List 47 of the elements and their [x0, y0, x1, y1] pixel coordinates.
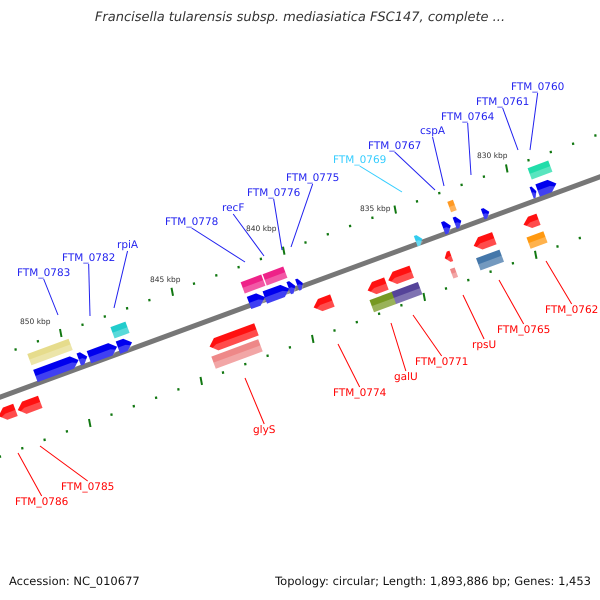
leader-line — [191, 228, 246, 262]
genome-info-text: Topology: circular; Length: 1,893,886 bp; Genes: 1,453 — [275, 574, 591, 588]
gene-label: FTM_0764 — [441, 111, 494, 123]
leader-line — [412, 314, 442, 356]
gene-label: rpiA — [117, 239, 138, 251]
gene-label: FTM_0767 — [368, 140, 422, 152]
title: Francisella tularensis subsp. mediasiatica FSC147, complete ... — [94, 9, 506, 27]
leader-line — [432, 136, 444, 186]
gene-label: glyS — [253, 424, 276, 436]
gene-label: FTM_0760 — [511, 81, 564, 93]
leader-line — [18, 452, 42, 496]
leader-line — [232, 214, 264, 256]
gene-label: FTM_0762 — [545, 304, 598, 316]
leader-line — [359, 166, 402, 192]
leader-line — [338, 344, 360, 388]
gene-label: FTM_0774 — [333, 387, 386, 399]
gene-label: FTM_0785 — [61, 481, 114, 493]
leader-line — [390, 322, 406, 372]
gene-label: FTM_0771 — [415, 356, 468, 368]
gene-label: FTM_0765 — [497, 324, 550, 336]
gene-label: galU — [394, 371, 418, 383]
leader-line — [467, 122, 472, 176]
leader-line — [40, 446, 88, 482]
leader-line — [502, 108, 518, 150]
accession-text: Accession: NC_010677 — [9, 574, 140, 588]
gene-label: FTM_0786 — [15, 496, 68, 508]
gene-label: FTM_0782 — [62, 252, 116, 264]
gene-label: FTM_0776 — [247, 187, 300, 199]
leader-line — [88, 264, 90, 316]
gene-label: FTM_0769 — [333, 154, 386, 166]
gene-label: FTM_0783 — [17, 267, 70, 279]
leader-line — [498, 280, 524, 324]
gene-label: cspA — [420, 125, 446, 137]
leader-line — [244, 378, 265, 424]
leader-line — [462, 294, 485, 340]
leader-line — [546, 260, 572, 304]
gene-label: FTM_0778 — [165, 216, 218, 228]
leader-line — [530, 92, 538, 150]
gene-label: FTM_0761 — [476, 96, 530, 108]
leader-line — [43, 278, 58, 316]
leader-line — [114, 250, 128, 308]
leader-line — [290, 184, 314, 248]
leader-line — [394, 152, 436, 190]
gene-label: rpsU — [472, 339, 496, 351]
gene-label: FTM_0775 — [286, 172, 340, 184]
leader-line — [273, 198, 282, 250]
gene-label: recF — [222, 202, 244, 214]
